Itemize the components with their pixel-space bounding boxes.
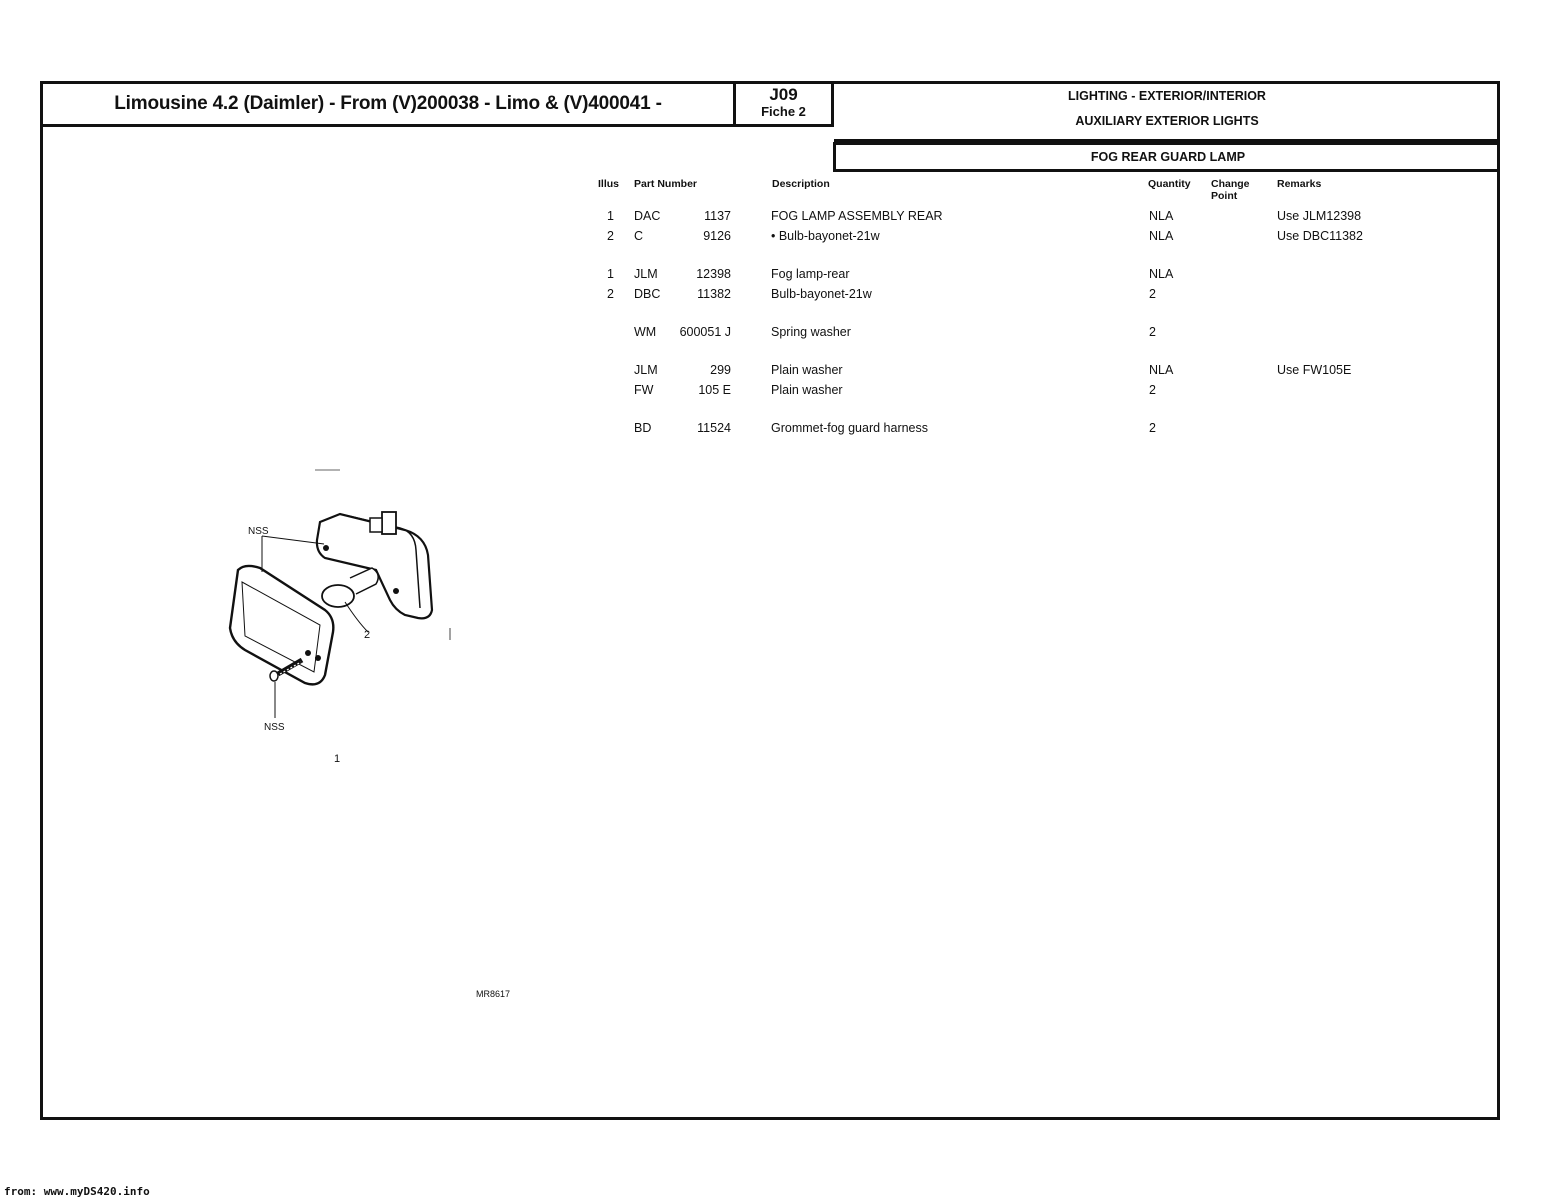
row-quantity: NLA xyxy=(1149,229,1174,243)
row-illus: 2 xyxy=(607,287,614,301)
row-description: Plain washer xyxy=(771,383,843,397)
fiche-number: Fiche 2 xyxy=(761,104,806,119)
row-quantity: 2 xyxy=(1149,287,1156,301)
row-illus: 1 xyxy=(607,209,614,223)
row-part-number: 1137 xyxy=(704,209,731,223)
bulb-icon xyxy=(321,584,355,608)
row-part-prefix: DAC xyxy=(634,209,661,223)
row-description: FOG LAMP ASSEMBLY REAR xyxy=(771,209,943,223)
row-quantity: 2 xyxy=(1149,421,1156,435)
row-description: Fog lamp-rear xyxy=(771,267,850,281)
mounting-hole xyxy=(393,588,399,594)
row-part-prefix: C xyxy=(634,229,644,243)
row-remarks: Use DBC11382 xyxy=(1277,229,1363,243)
row-part-number: 11382 xyxy=(697,287,731,301)
row-description: • Bulb-bayonet-21w xyxy=(771,229,880,243)
row-quantity: NLA xyxy=(1149,267,1174,281)
leader-line xyxy=(261,535,325,545)
lens-inner-edge xyxy=(241,581,321,673)
col-part-number: Part Number xyxy=(634,178,698,190)
lamp-connector xyxy=(381,511,397,535)
row-part-prefix: FW xyxy=(634,383,654,397)
row-part-number: 600051 J xyxy=(679,325,731,339)
row-remarks: Use FW105E xyxy=(1277,363,1352,377)
label-nss-top: NSS xyxy=(248,526,269,537)
section-title: LIGHTING - EXTERIOR/INTERIOR xyxy=(1068,89,1266,103)
screw-hole xyxy=(305,650,311,656)
callout-1: 1 xyxy=(334,753,340,765)
row-quantity: NLA xyxy=(1149,209,1174,223)
row-quantity: NLA xyxy=(1149,363,1174,377)
row-part-number: 9126 xyxy=(703,229,731,243)
col-quantity: Quantity xyxy=(1148,178,1191,190)
row-quantity: 2 xyxy=(1149,325,1156,339)
section-box: LIGHTING - EXTERIOR/INTERIOR AUXILIARY E… xyxy=(834,84,1500,142)
section-subtitle: AUXILIARY EXTERIOR LIGHTS xyxy=(1075,114,1259,128)
screw-thread xyxy=(279,661,302,675)
row-part-number: 11524 xyxy=(697,421,731,435)
mounting-hole xyxy=(323,545,329,551)
row-part-prefix: JLM xyxy=(634,363,658,377)
source-footer: from: www.myDS420.info xyxy=(4,1185,150,1198)
row-part-prefix: JLM xyxy=(634,267,658,281)
col-description: Description xyxy=(772,178,830,190)
callout-2: 2 xyxy=(364,629,370,641)
row-part-number: 105 E xyxy=(698,383,731,397)
col-change-point: Change Point xyxy=(1211,178,1250,202)
row-part-number: 299 xyxy=(710,363,731,377)
title-box: Limousine 4.2 (Daimler) - From (V)200038… xyxy=(43,84,736,127)
bulb-base xyxy=(349,567,379,595)
label-nss-bottom: NSS xyxy=(264,722,285,733)
row-illus: 1 xyxy=(607,267,614,281)
row-illus: 2 xyxy=(607,229,614,243)
row-description: Bulb-bayonet-21w xyxy=(771,287,872,301)
screw-hole xyxy=(315,655,321,661)
col-illus: Illus xyxy=(598,178,620,190)
group-code: J09 xyxy=(769,85,798,104)
row-part-prefix: WM xyxy=(634,325,657,339)
row-remarks: Use JLM12398 xyxy=(1277,209,1362,223)
subsection-title: FOG REAR GUARD LAMP xyxy=(833,142,1500,172)
lamp-terminal xyxy=(369,517,383,533)
screw-icon xyxy=(276,657,304,677)
page-title: Limousine 4.2 (Daimler) - From (V)200038… xyxy=(114,93,662,114)
row-part-number: 12398 xyxy=(696,267,731,281)
leader-line xyxy=(344,601,369,633)
drawing-reference: MR8617 xyxy=(476,989,511,999)
housing-edge xyxy=(339,513,421,609)
screw-head xyxy=(269,670,279,682)
page-frame xyxy=(40,81,1500,1120)
lamp-housing xyxy=(315,512,434,620)
row-part-prefix: DBC xyxy=(634,287,661,301)
row-description: Plain washer xyxy=(771,363,843,377)
col-remarks: Remarks xyxy=(1277,178,1322,190)
fiche-code-box: J09 Fiche 2 xyxy=(736,84,834,127)
row-part-prefix: BD xyxy=(634,421,652,435)
row-quantity: 2 xyxy=(1149,383,1156,397)
fog-lamp-illustration: NSS 2 NSS 1 xyxy=(228,469,451,765)
row-description: Spring washer xyxy=(771,325,851,339)
row-description: Grommet-fog guard harness xyxy=(771,421,929,435)
